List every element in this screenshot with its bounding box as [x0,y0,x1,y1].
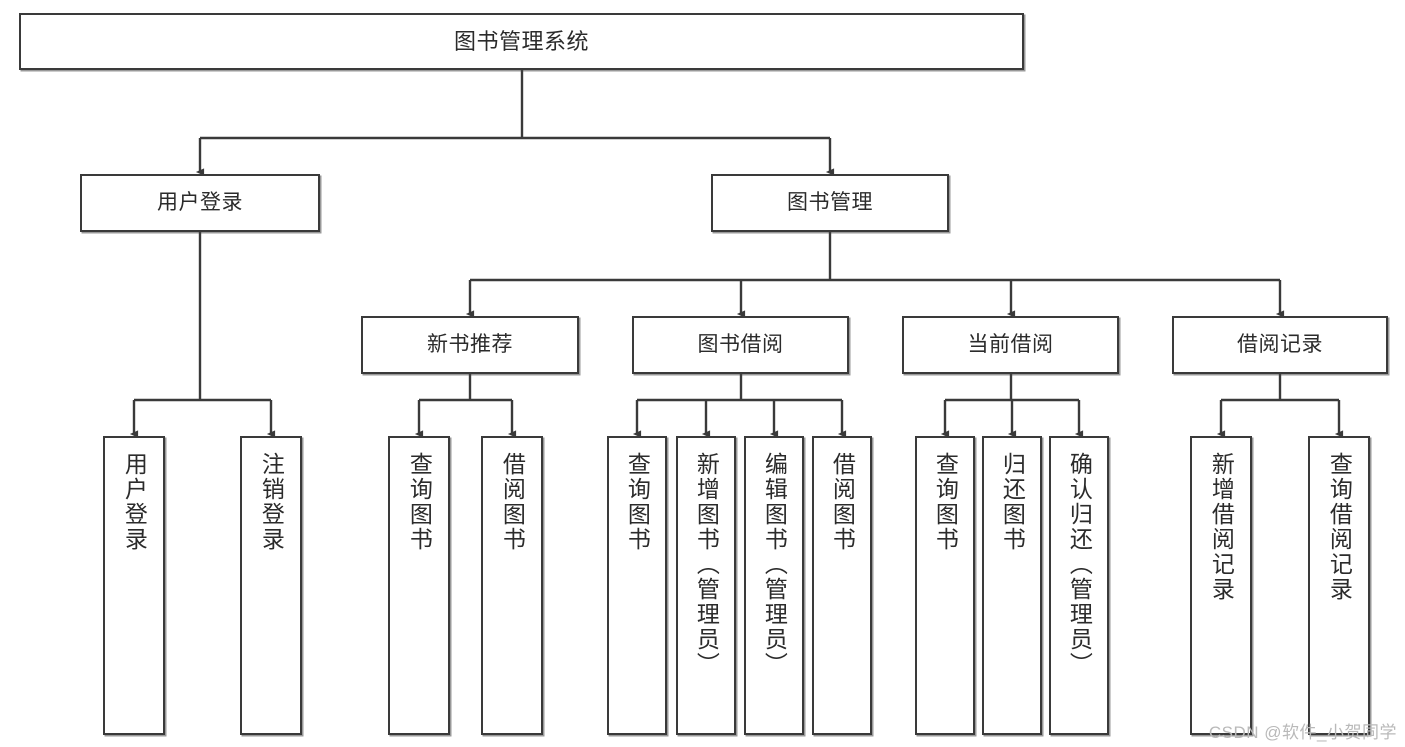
node-leaf-query-record[interactable]: 查询借阅记录 [1308,436,1370,735]
node-leaf-add-book[interactable]: 新增图书（管理员） [676,436,736,735]
node-label: 当前借阅 [967,332,1054,356]
node-label: 查询图书 [932,452,959,552]
node-label: 注销登录 [258,452,285,552]
node-label: 借阅图书 [499,452,526,552]
node-leaf-return-book[interactable]: 归还图书 [982,436,1042,735]
node-label: 用户登录 [121,452,148,552]
node-leaf-confirm-return[interactable]: 确认归还（管理员） [1049,436,1109,735]
node-label: 图书借阅 [697,332,784,356]
node-label: 查询图书 [406,452,433,552]
node-leaf-query-book-3[interactable]: 查询图书 [915,436,975,735]
node-root[interactable]: 图书管理系统 [19,13,1024,70]
node-leaf-borrow-book-1[interactable]: 借阅图书 [481,436,543,735]
node-label: 借阅记录 [1237,332,1323,356]
node-label: 用户登录 [157,190,243,214]
node-label: 新书推荐 [427,332,513,356]
watermark-text: CSDN @软件_小贺同学 [1208,723,1397,742]
node-leaf-borrow-book-2[interactable]: 借阅图书 [812,436,872,735]
node-leaf-edit-book[interactable]: 编辑图书（管理员） [744,436,804,735]
node-label: 图书管理系统 [453,28,589,54]
node-label: 查询图书 [624,452,651,552]
node-book-manage[interactable]: 图书管理 [711,174,949,232]
node-label: 新增图书（管理员） [693,452,720,677]
node-new-book-rec[interactable]: 新书推荐 [361,316,579,374]
node-label: 图书管理 [787,190,873,214]
node-leaf-add-record[interactable]: 新增借阅记录 [1190,436,1252,735]
node-leaf-query-book-2[interactable]: 查询图书 [607,436,667,735]
node-leaf-user-login[interactable]: 用户登录 [103,436,165,735]
node-label: 确认归还（管理员） [1066,452,1093,677]
node-leaf-query-book-1[interactable]: 查询图书 [388,436,450,735]
node-label: 新增借阅记录 [1208,452,1235,602]
node-leaf-logout[interactable]: 注销登录 [240,436,302,735]
node-label: 借阅图书 [829,452,856,552]
node-label: 查询借阅记录 [1326,452,1353,602]
node-current-borrow[interactable]: 当前借阅 [902,316,1119,374]
node-label: 编辑图书（管理员） [761,452,788,677]
node-borrow-record[interactable]: 借阅记录 [1172,316,1388,374]
node-label: 归还图书 [999,452,1026,552]
node-user-login[interactable]: 用户登录 [80,174,320,232]
node-book-borrow[interactable]: 图书借阅 [632,316,849,374]
